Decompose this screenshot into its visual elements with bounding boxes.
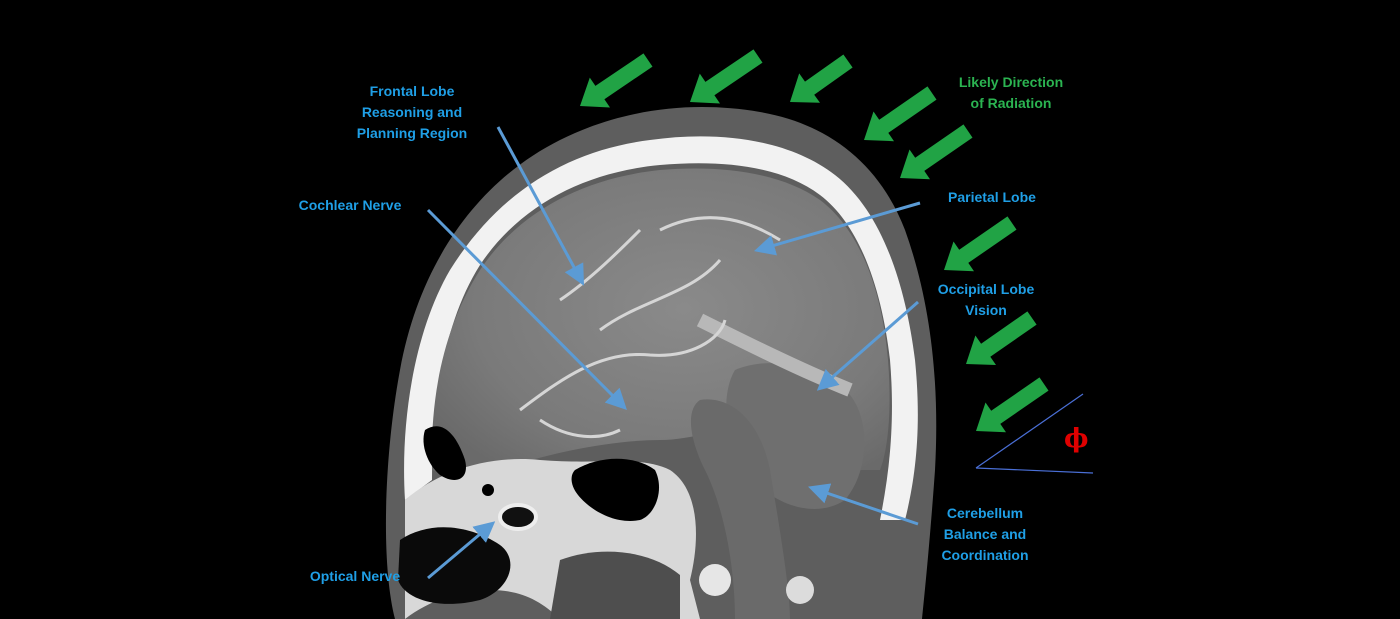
brainstem: [690, 399, 790, 619]
angle-phi-symbol: ϕ: [1064, 424, 1089, 454]
air-pocket: [482, 484, 494, 496]
cochlear-nerve-label: Cochlear Nerve: [298, 197, 402, 213]
vertebra-2: [699, 564, 731, 596]
orbit: [498, 503, 538, 531]
radiation-arrows: [580, 49, 1049, 433]
frontal-lobe-pointer: [496, 126, 585, 286]
angle-line-lower: [975, 467, 1094, 474]
angle-line-upper: [975, 393, 1084, 469]
radiation-arrow-5: [900, 124, 973, 180]
radiation-arrow-7: [966, 311, 1037, 365]
radiation-arrow-4: [864, 86, 937, 142]
vertebra-1: [786, 576, 814, 604]
frontal-lobe-label: Frontal Lobe Reasoning and Planning Regi…: [356, 83, 468, 141]
oral-region: [550, 551, 680, 619]
parietal-lobe-pointer: [753, 201, 921, 256]
occipital-lobe-label: Occipital Lobe Vision: [937, 281, 1035, 318]
radiation-arrow-3: [790, 54, 853, 103]
radiation-arrow-2: [690, 49, 763, 104]
frontal-sinus: [423, 426, 466, 480]
radiation-arrow-1: [580, 53, 653, 108]
nasal-cavity: [398, 527, 511, 604]
cerebellum-pointer: [808, 483, 919, 526]
occipital-lobe-pointer: [816, 300, 919, 391]
cerebellum-label: Cerebellum Balance and Coordination: [941, 505, 1029, 563]
optical-nerve-label: Optical Nerve: [309, 568, 401, 584]
radiation-direction-label: Likely Direction of Radiation: [958, 74, 1064, 111]
cochlear-nerve-pointer: [426, 208, 627, 410]
radiation-arrow-8: [976, 377, 1049, 433]
radiation-arrow-6: [944, 216, 1017, 272]
parietal-lobe-label: Parietal Lobe: [948, 189, 1036, 205]
sphenoid-sinus: [571, 458, 660, 521]
cerebral-vessels: [519, 216, 781, 439]
optical-nerve-pointer: [427, 521, 496, 580]
